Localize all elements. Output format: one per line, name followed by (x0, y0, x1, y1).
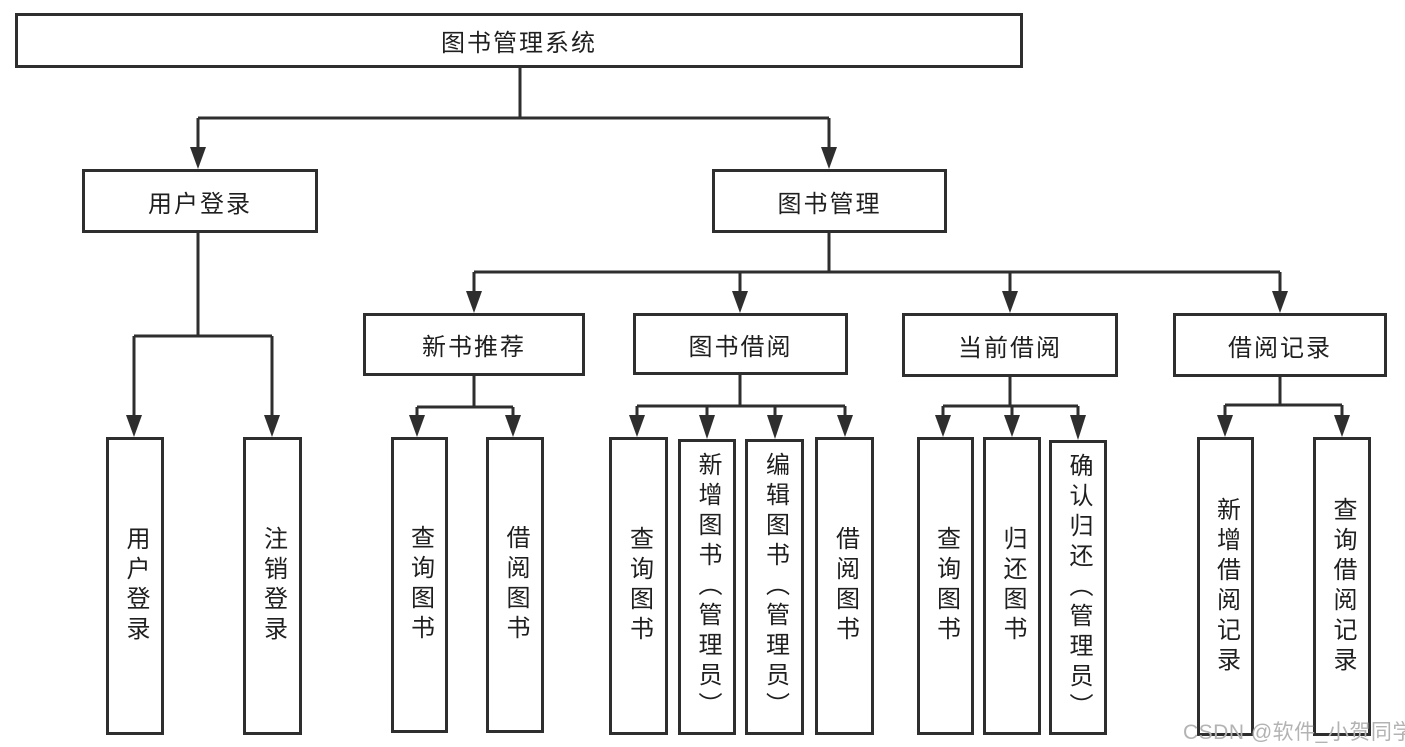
watermark: CSDN @软件_小贺同学 (1183, 721, 1405, 744)
connector-strokes (132, 68, 1344, 416)
arrowhead (629, 415, 645, 437)
arrowhead (821, 147, 837, 169)
node-new-book-recommend: 新书推荐 (363, 313, 585, 376)
arrowhead (409, 415, 425, 437)
arrowhead (190, 147, 206, 169)
connector-book-management-to-level3 (472, 233, 1282, 292)
arrowhead (767, 415, 783, 439)
leaf-add-borrow-record: 新增借阅记录 (1197, 437, 1254, 736)
leaf-query-books-recommend: 查询图书 (391, 437, 448, 733)
leaf-add-books-admin: 新增图书（管理员） (678, 439, 736, 735)
connector-current-borrowing-to-leaves (941, 377, 1080, 416)
arrowhead (505, 415, 521, 437)
leaf-return-books: 归还图书 (983, 437, 1041, 735)
arrowhead (1217, 415, 1233, 437)
arrowhead (466, 291, 482, 313)
arrowhead (935, 415, 951, 437)
connector-borrowing-records-to-leaves (1223, 377, 1344, 416)
leaf-edit-books-admin: 编辑图书（管理员） (745, 439, 804, 735)
arrowhead (264, 415, 280, 437)
leaf-borrow-books-borrowing: 借阅图书 (815, 437, 874, 735)
connector-new-book-recommend-to-leaves (415, 376, 515, 416)
arrowhead (732, 291, 748, 313)
arrowhead (1334, 415, 1350, 437)
leaf-user-login: 用户登录 (106, 437, 164, 735)
node-book-management: 图书管理 (712, 169, 947, 233)
leaf-query-borrow-record: 查询借阅记录 (1313, 437, 1371, 736)
connector-user-login-to-leaves (132, 233, 274, 416)
arrowhead (837, 415, 853, 437)
arrowhead (1070, 415, 1086, 440)
node-current-borrowing: 当前借阅 (902, 313, 1118, 377)
leaf-query-books-current: 查询图书 (917, 437, 974, 735)
arrowhead (126, 415, 142, 437)
arrowhead (1002, 291, 1018, 313)
leaf-confirm-return-admin: 确认归还（管理员） (1049, 440, 1107, 735)
node-book-borrowing: 图书借阅 (633, 313, 848, 375)
arrowhead (1004, 415, 1020, 437)
arrowhead (1272, 291, 1288, 313)
leaf-logout: 注销登录 (243, 437, 302, 735)
connector-book-borrowing-to-leaves (635, 375, 847, 416)
arrowhead (699, 415, 715, 439)
arrowheads (126, 147, 1350, 440)
node-root: 图书管理系统 (15, 13, 1023, 68)
leaf-query-books-borrowing: 查询图书 (609, 437, 668, 735)
leaf-borrow-books-recommend: 借阅图书 (486, 437, 544, 733)
connector-root-to-level2 (196, 68, 831, 148)
node-borrowing-records: 借阅记录 (1173, 313, 1387, 377)
node-user-login: 用户登录 (82, 169, 318, 233)
